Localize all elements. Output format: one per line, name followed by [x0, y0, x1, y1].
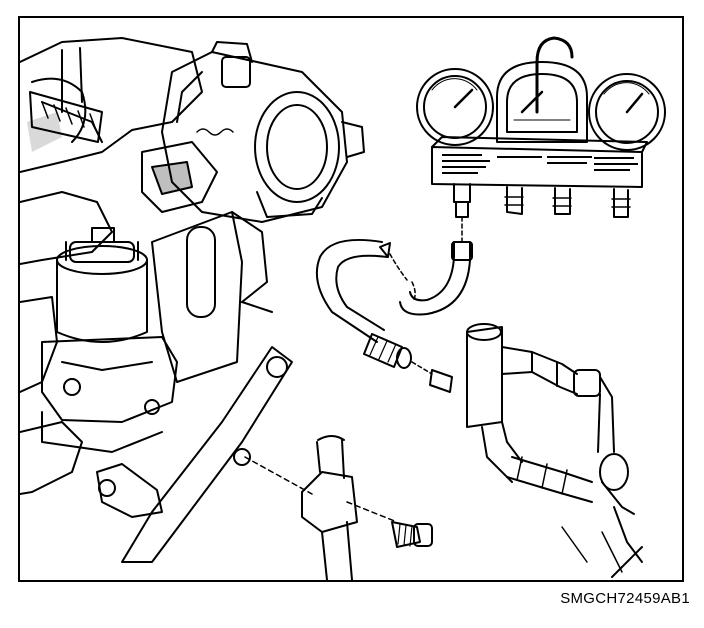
figure-reference-code: SMGCH72459AB1	[560, 590, 690, 607]
engine-block	[20, 37, 203, 495]
vacuum-hose	[316, 238, 416, 343]
screw	[391, 521, 433, 548]
line-art	[20, 36, 666, 580]
throttle-body	[141, 41, 365, 223]
hose-coupler	[363, 333, 453, 393]
diagram-frame	[18, 16, 684, 582]
tee-fitting-loop	[466, 323, 643, 578]
vacuum-tee-clamp	[244, 435, 398, 580]
egr-valve	[41, 227, 178, 453]
hatched-bracket	[29, 91, 103, 143]
gauge-manifold	[399, 36, 666, 316]
mounting-bracket	[151, 211, 273, 383]
lever-arm	[96, 346, 293, 563]
manifold-tiny-print	[442, 154, 638, 174]
